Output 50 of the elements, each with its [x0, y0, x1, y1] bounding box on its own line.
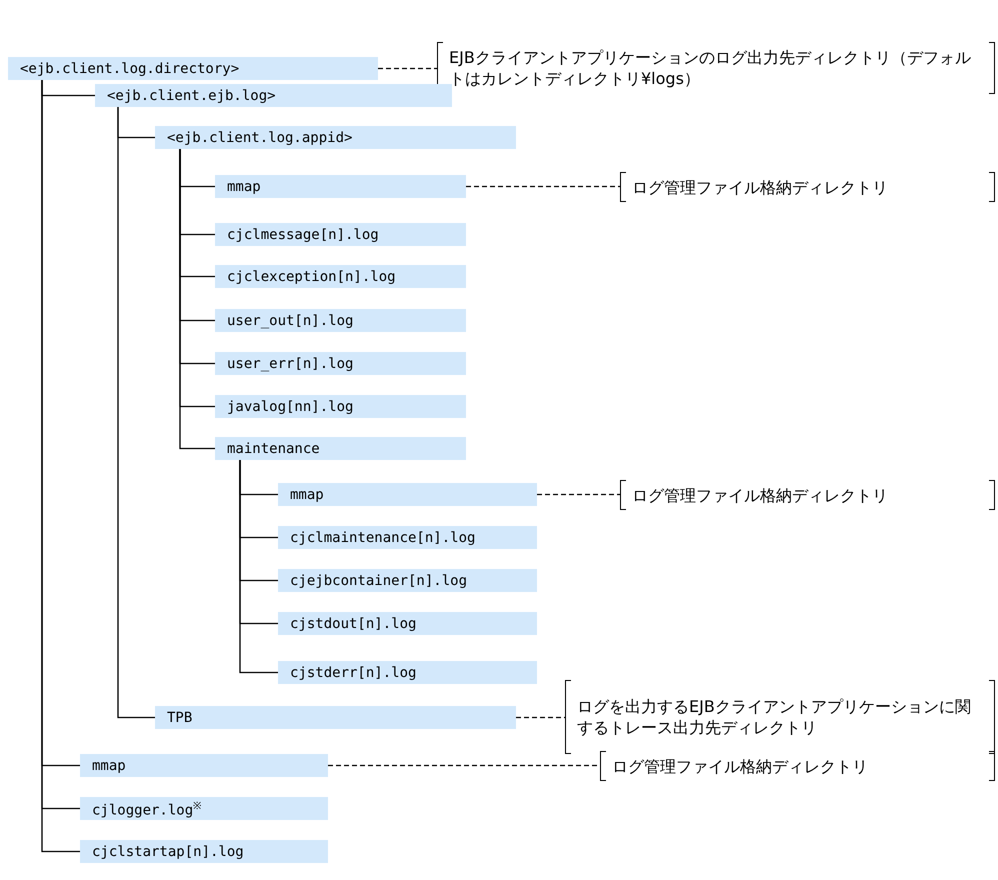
item-label: cjclmessage[n].log — [227, 226, 379, 242]
tree-item-box — [215, 352, 466, 375]
item-label: cjclexception[n].log — [227, 268, 396, 284]
dashed-leader-line — [537, 494, 620, 496]
item-label: maintenance — [227, 440, 320, 456]
dashed-leader-line — [466, 186, 620, 188]
tree-item-box — [155, 126, 516, 149]
item-label: cjstderr[n].log — [290, 664, 416, 680]
item-label: cjclstartap[n].log — [92, 844, 244, 860]
tree-line — [239, 460, 278, 674]
item-label: mmap — [92, 758, 126, 774]
tree-item-box — [80, 840, 328, 863]
note-text: EJBクライアントアプリケーションのログ出力先ディレクトリ（デフォルトはカレントディレクトリ¥logs） — [449, 47, 972, 89]
tree-item-box — [80, 797, 328, 820]
tree-item-box — [278, 661, 537, 684]
item-label: javalog[nn].log — [227, 398, 354, 414]
item-label: <ejb.client.log.appid> — [167, 130, 352, 146]
note-text: ログを出力するEJBクライアントアプリケーションに関するトレース出力先ディレクトリ — [577, 696, 972, 738]
item-label: user_err[n].log — [227, 356, 354, 372]
note-text: ログ管理ファイル格納ディレクトリ — [632, 176, 888, 198]
note-text: ログ管理ファイル格納ディレクトリ — [632, 484, 888, 506]
tree-item-box — [215, 395, 466, 418]
item-label: cjstdout[n].log — [290, 616, 416, 632]
tree-item-box — [278, 569, 537, 592]
dashed-leader-line — [328, 764, 600, 766]
tree-item-box — [80, 754, 328, 777]
tree-item-box — [215, 437, 466, 460]
dashed-leader-line — [378, 68, 437, 70]
item-label: mmap — [290, 486, 324, 502]
tree-item-box — [215, 265, 466, 288]
tree-item-box — [278, 526, 537, 549]
tree-item-box — [215, 175, 466, 198]
dashed-leader-line — [516, 716, 565, 718]
item-label: <ejb.client.ejb.log> — [107, 88, 276, 104]
note-text: ログ管理ファイル格納ディレクトリ — [612, 756, 868, 776]
tree-item-box — [278, 483, 537, 506]
item-label: mmap — [227, 178, 261, 194]
item-label: cjejbcontainer[n].log — [290, 572, 468, 588]
item-label: cjclmaintenance[n].log — [290, 530, 476, 546]
tree-item-box — [215, 309, 466, 332]
item-label: <ejb.client.log.directory> — [20, 60, 240, 76]
tree-line — [117, 107, 155, 718]
tree-item-box — [278, 612, 537, 635]
tree-item-box — [155, 706, 516, 729]
tree-item-box — [215, 223, 466, 246]
item-label: cjlogger.log$^{※}$ — [92, 800, 202, 819]
item-label: user_out[n].log — [227, 312, 354, 328]
tree-item-box — [95, 84, 452, 107]
tree-item-box — [8, 57, 378, 80]
item-label: TPB — [167, 710, 192, 726]
